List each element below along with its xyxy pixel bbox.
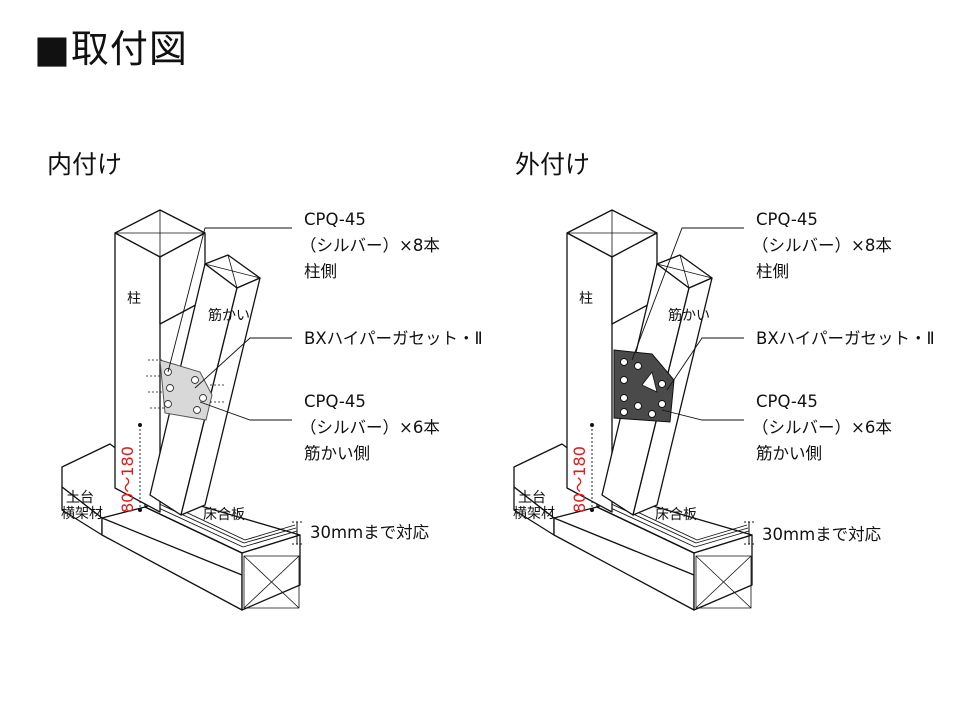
screw-brace-side: 筋かい側 (756, 444, 822, 463)
bracket-name: BXハイパーガセット・Ⅱ (756, 329, 935, 348)
screw-brace-spec: CPQ-45 (756, 392, 818, 411)
screw-post-color-qty: （シルバー）×8本 (752, 236, 892, 255)
screw-holes-outside (620, 358, 666, 418)
sill-label-line1: 土台 (66, 490, 94, 506)
screw-brace-side: 筋かい側 (304, 444, 370, 463)
inside-mount-drawing (61, 209, 302, 611)
section-title-inside: 内付け (47, 150, 123, 179)
outside-mount-drawing (513, 209, 754, 611)
post-label: 柱 (127, 291, 141, 307)
bracket-name: BXハイパーガセット・Ⅱ (304, 329, 483, 348)
screw-brace-spec: CPQ-45 (304, 392, 366, 411)
sill-label-line1: 土台 (518, 490, 546, 506)
brace-label: 筋かい (668, 307, 710, 324)
outside-labels: 柱 筋かい 土台 横架材 床合板 80～180 CPQ-45 （シルバー）×8本… (513, 210, 935, 544)
screw-post-side: 柱側 (304, 262, 337, 281)
page-title: ■取付図 (34, 27, 188, 71)
post-label: 柱 (579, 291, 593, 307)
screw-brace-color-qty: （シルバー）×6本 (300, 418, 440, 437)
sill-label-line2: 横架材 (513, 506, 555, 522)
brace-label: 筋かい (208, 307, 250, 324)
dimension-label: 80～180 (118, 446, 137, 513)
screw-post-spec: CPQ-45 (304, 210, 366, 229)
floor-board-label: 床合板 (203, 507, 245, 523)
sill-label-line2: 横架材 (61, 506, 103, 522)
screw-holes-inside (164, 368, 207, 414)
inside-labels: 柱 筋かい 土台 横架材 床合板 80～180 CPQ-45 （シルバー）×8本… (61, 210, 483, 542)
screw-post-side: 柱側 (756, 262, 789, 281)
dimension-label: 80～180 (570, 446, 589, 513)
floor-board-label: 床合板 (655, 507, 697, 523)
screw-post-color-qty: （シルバー）×8本 (300, 236, 440, 255)
floor-thickness-note: 30mmまで対応 (762, 525, 882, 544)
floor-thickness-note: 30mmまで対応 (310, 523, 430, 542)
screw-lines-inside (146, 359, 226, 409)
section-title-outside: 外付け (515, 150, 591, 179)
screw-brace-color-qty: （シルバー）×6本 (752, 418, 892, 437)
screw-post-spec: CPQ-45 (756, 210, 818, 229)
